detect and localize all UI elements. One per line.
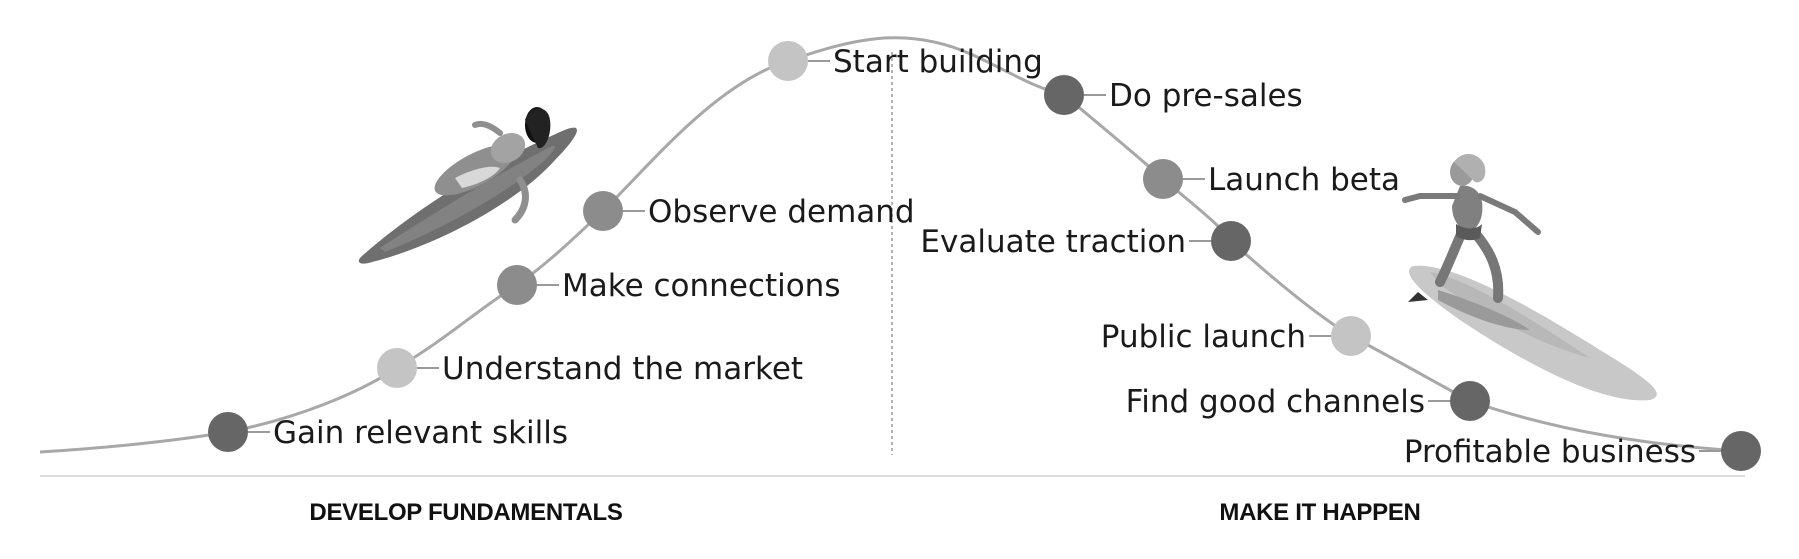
surfer-paddling-icon: [358, 107, 577, 264]
step-label: Public launch: [1101, 319, 1306, 355]
surfer-riding-icon: [1402, 153, 1657, 401]
step-label: Launch beta: [1208, 162, 1400, 198]
step-label: Evaluate traction: [920, 224, 1186, 260]
step-node: [1044, 75, 1084, 115]
step-node: [377, 348, 417, 388]
step-label: Gain relevant skills: [273, 415, 568, 451]
phase-label-right: MAKE IT HAPPEN: [1219, 499, 1420, 526]
step-item: Launch beta: [1143, 159, 1400, 199]
phase-label-left: DEVELOP FUNDAMENTALS: [309, 499, 622, 526]
step-item: Find good channels: [1126, 381, 1490, 421]
step-item: Gain relevant skills: [208, 412, 568, 452]
step-node: [583, 191, 623, 231]
step-node: [768, 41, 808, 81]
step-label: Make connections: [562, 268, 840, 304]
steps-layer: Gain relevant skills Understand the marke…: [208, 41, 1761, 471]
step-label: Find good channels: [1126, 384, 1425, 420]
step-node: [1211, 221, 1251, 261]
step-item: Observe demand: [583, 191, 915, 231]
step-item: Make connections: [497, 265, 840, 305]
step-node: [1143, 159, 1183, 199]
step-node: [1721, 431, 1761, 471]
step-node: [208, 412, 248, 452]
step-node: [1450, 381, 1490, 421]
step-item: Start building: [768, 41, 1043, 81]
step-item: Public launch: [1101, 316, 1371, 356]
step-label: Do pre-sales: [1109, 78, 1303, 114]
step-label: Start building: [833, 44, 1043, 80]
step-label: Observe demand: [648, 194, 915, 230]
step-item: Do pre-sales: [1044, 75, 1303, 115]
step-item: Understand the market: [377, 348, 803, 388]
step-label: Understand the market: [442, 351, 803, 387]
step-label: Profitable business: [1404, 434, 1696, 470]
step-node: [1331, 316, 1371, 356]
step-item: Evaluate traction: [920, 221, 1251, 261]
step-item: Profitable business: [1404, 431, 1761, 471]
step-node: [497, 265, 537, 305]
